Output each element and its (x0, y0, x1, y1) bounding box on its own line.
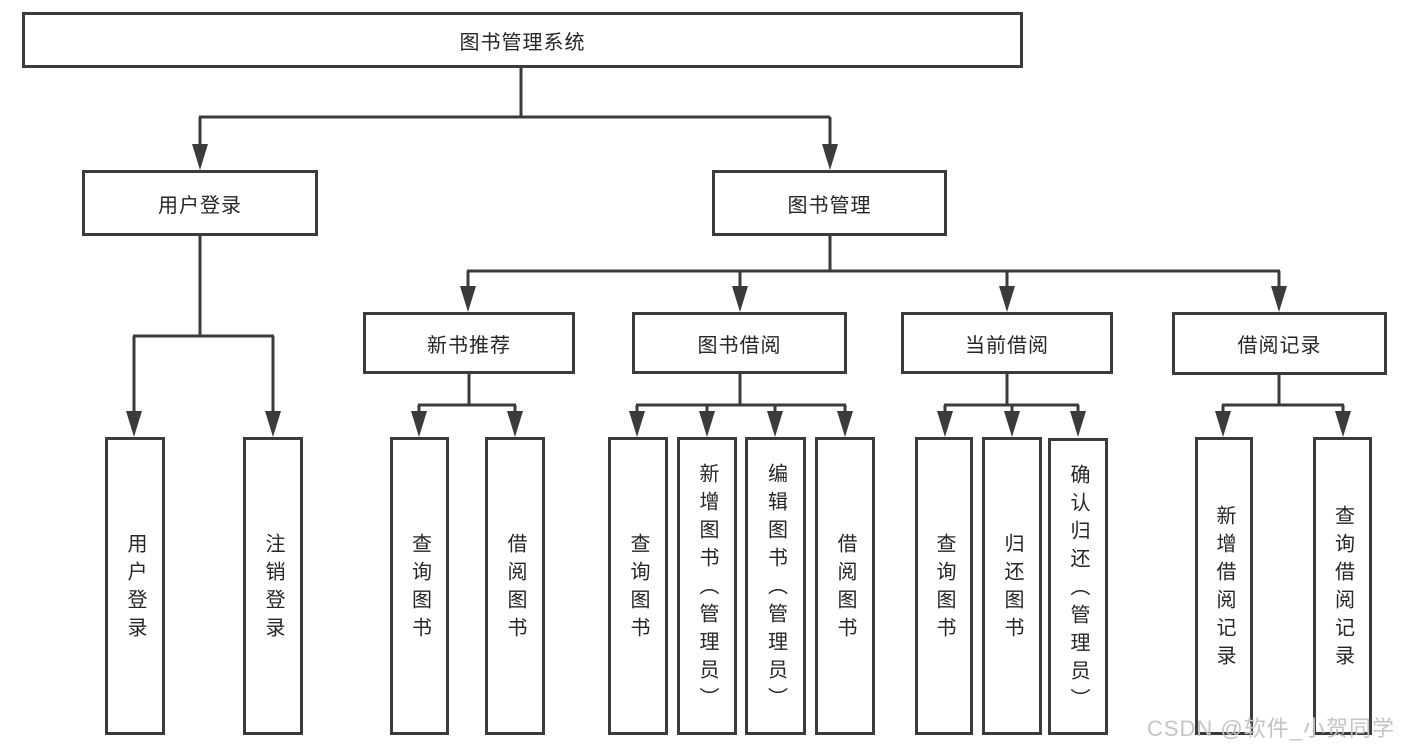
node-leaf-query-books-2: 查询图书 (608, 437, 668, 735)
node-leaf-confirm-return-admin: 确认归还（管理员） (1048, 438, 1108, 735)
node-root-library-system: 图书管理系统 (22, 12, 1023, 68)
node-leaf-logout: 注销登录 (243, 437, 303, 735)
node-leaf-query-books-1: 查询图书 (390, 437, 449, 735)
csdn-watermark: CSDN @软件_小贺同学 (1146, 716, 1395, 741)
node-leaf-user-login: 用户登录 (105, 437, 165, 735)
node-book-borrowing: 图书借阅 (632, 312, 847, 374)
node-leaf-add-borrow-record: 新增借阅记录 (1195, 437, 1253, 735)
node-leaf-query-books-3: 查询图书 (915, 437, 973, 735)
node-leaf-query-borrow-record: 查询借阅记录 (1313, 437, 1372, 735)
node-leaf-add-books-admin: 新增图书（管理员） (677, 437, 737, 735)
node-leaf-edit-books-admin: 编辑图书（管理员） (745, 437, 806, 735)
node-current-borrowing: 当前借阅 (901, 312, 1113, 374)
node-new-book-recommend: 新书推荐 (363, 312, 575, 374)
node-leaf-return-books: 归还图书 (982, 437, 1042, 735)
node-borrow-records: 借阅记录 (1172, 312, 1387, 375)
node-book-management: 图书管理 (712, 170, 947, 236)
node-leaf-borrow-books-2: 借阅图书 (815, 437, 875, 735)
node-user-login: 用户登录 (82, 170, 318, 236)
node-leaf-borrow-books-1: 借阅图书 (485, 437, 545, 735)
